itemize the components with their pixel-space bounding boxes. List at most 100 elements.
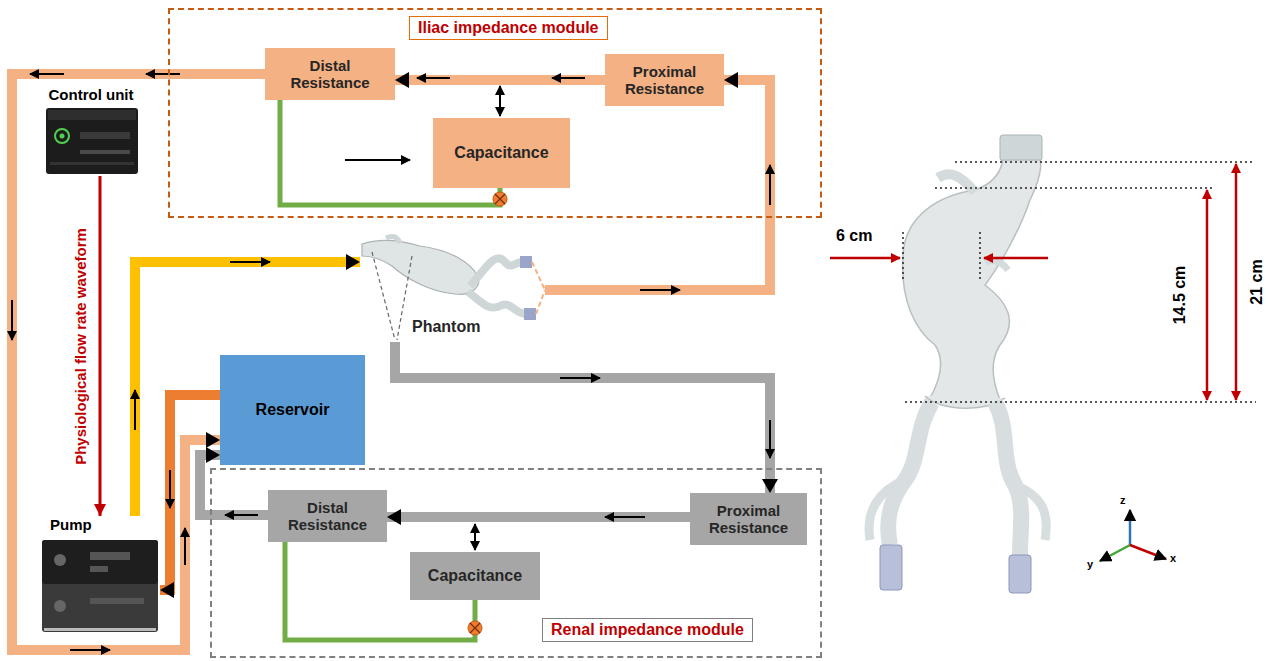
phantom-small-illustration-part	[397, 256, 412, 340]
valve-symbol-part	[493, 192, 507, 206]
dimension-arrows-part	[830, 257, 900, 260]
pump-device-part	[42, 540, 158, 584]
tube-connector	[395, 342, 778, 493]
tube-line	[395, 342, 770, 493]
phantom-small-illustration	[362, 236, 545, 340]
phantom-small-illustration-part	[386, 236, 400, 243]
phantom-large-illustration-part	[869, 480, 905, 540]
axis-label: z	[1120, 494, 1126, 506]
dimension-lines	[903, 162, 1256, 402]
flow-direction-arrows-part	[11, 300, 13, 340]
dimension-lines-part	[979, 232, 981, 282]
tube-connector	[387, 509, 690, 525]
phantom-model: Phantom	[360, 232, 545, 342]
tube-line	[545, 80, 770, 290]
flow-direction-arrows-part	[345, 159, 410, 161]
flow-direction-arrows-part	[769, 165, 771, 205]
phantom-large-illustration-part	[938, 174, 975, 192]
capacitance-box: Capacitance	[433, 118, 570, 188]
edge-label: Physiological flow rate waveform	[71, 228, 88, 465]
capacitance-exchange-arrows-part	[499, 86, 501, 116]
resistance-box: Distal Resistance	[268, 490, 387, 542]
arrow-head	[206, 447, 220, 463]
control-unit-device-part	[60, 134, 65, 139]
arrow-head	[94, 504, 106, 516]
node-label: Control unit	[38, 86, 144, 103]
tube-connector	[94, 176, 106, 516]
control-unit-device-part	[80, 150, 130, 154]
axis-triad-part	[1130, 545, 1166, 559]
phantom-large-illustration-part	[1015, 485, 1046, 540]
valve-symbol-part	[495, 194, 505, 204]
node-label: Pump	[50, 516, 92, 533]
resistance-box: Proximal Resistance	[690, 493, 807, 545]
dimension-lines-part	[902, 232, 904, 282]
phantom-small-illustration-part	[524, 308, 536, 320]
tube-line	[99, 176, 102, 516]
phantom-small-illustration-part	[362, 240, 479, 294]
node-label: Capacitance	[428, 567, 522, 585]
control-unit-device-part	[50, 162, 134, 165]
pump-device-part	[90, 566, 108, 572]
axis-triad-part	[1129, 510, 1132, 545]
control-unit-device-part	[46, 108, 138, 174]
arrow-head	[724, 72, 738, 88]
reservoir-box: Reservoir	[220, 355, 365, 465]
flow-direction-arrows-part	[417, 77, 450, 79]
phantom-large-illustration-part	[903, 160, 1041, 400]
flow-direction-arrows-part	[30, 73, 64, 75]
impedance-module-group: Renal impedance moduleProximal Resistanc…	[210, 468, 822, 658]
phantom-small-illustration-part	[532, 262, 545, 290]
valve-symbol-part	[468, 621, 482, 635]
capacitance-box: Capacitance	[410, 552, 540, 600]
pump-device-part	[90, 598, 144, 604]
flow-direction-arrows-part	[769, 420, 771, 458]
capacitance-exchange-arrows-part	[474, 524, 476, 550]
control-unit-device-part	[48, 110, 136, 120]
phantom-small-illustration-part	[520, 256, 532, 268]
arrow-head	[206, 432, 220, 448]
control-unit: Control unit	[38, 86, 144, 176]
phantom-large-illustration-part	[880, 545, 902, 590]
flow-direction-arrows-part	[560, 377, 600, 379]
arrow-head	[395, 72, 409, 88]
tube-line	[387, 512, 690, 522]
node-label: Proximal Resistance	[696, 502, 801, 537]
axis-label: x	[1170, 552, 1176, 564]
module-heading: Iliac impedance module	[409, 16, 608, 40]
node-label: Phantom	[412, 318, 480, 336]
flow-direction-arrows-part	[225, 514, 258, 516]
arrow-head	[346, 254, 360, 270]
pump-device	[42, 540, 158, 632]
dimension-arrows-part	[984, 257, 1048, 260]
resistance-box: Distal Resistance	[265, 48, 395, 100]
flow-direction-arrows-part	[146, 73, 180, 75]
dimension-label: 21 cm	[1247, 259, 1265, 304]
axis-triad-part	[1100, 545, 1130, 561]
arrow-head	[387, 509, 401, 525]
phantom-large-illustration	[869, 135, 1046, 593]
dimension-label: 6 cm	[836, 227, 872, 245]
flow-direction-arrows-part	[640, 289, 680, 291]
pump-device-part	[44, 628, 156, 631]
flow-direction-arrows-part	[70, 649, 110, 651]
flow-direction-arrows-part	[552, 77, 585, 79]
axis-label: y	[1087, 558, 1093, 570]
control-unit-device-part	[55, 129, 69, 143]
node-label: Capacitance	[454, 144, 548, 162]
node-label: Distal Resistance	[271, 57, 389, 92]
flow-direction-arrows-part	[169, 470, 171, 508]
phantom-small-illustration-part	[372, 252, 395, 340]
flow-direction-arrows	[12, 74, 770, 650]
phantom-small-illustration-part	[536, 290, 545, 314]
phantom-large-illustration-part	[995, 402, 1021, 555]
dimension-lines-part	[905, 401, 1256, 403]
axis-triad	[1100, 510, 1166, 561]
flow-direction-arrows-part	[134, 390, 136, 430]
phantom-large-illustration-part	[1009, 555, 1031, 593]
phantom-large-illustration-part	[985, 260, 1008, 270]
flow-direction-arrows-part	[230, 261, 270, 263]
tube-connector	[395, 72, 605, 88]
arrow-head	[762, 479, 778, 493]
